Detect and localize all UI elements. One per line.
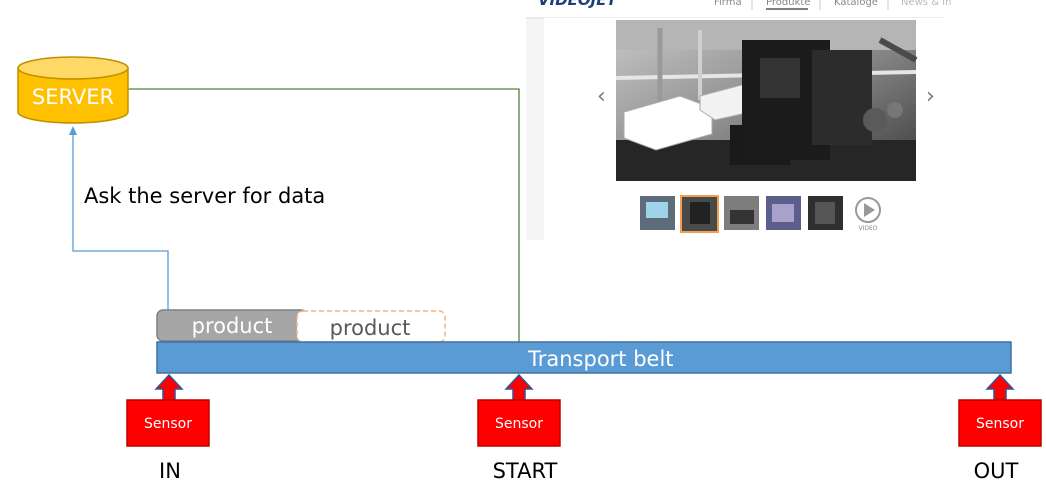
sensor-out-position: OUT — [974, 459, 1019, 483]
product-next-ghost: product — [296, 310, 446, 343]
thumbnail-strip: VIDEO — [640, 195, 881, 233]
product-next-label: product — [330, 316, 411, 340]
product-current-label: product — [192, 314, 273, 338]
server-label: SERVER — [32, 85, 114, 109]
sensor-start-arrow-icon — [504, 373, 534, 401]
sensor-out-label: Sensor — [976, 416, 1024, 432]
server-request-line — [69, 126, 169, 311]
nav-item-news[interactable]: News & In — [901, 0, 951, 8]
nav-item-firma[interactable]: Firma — [714, 0, 742, 8]
carousel-next-button[interactable]: › — [926, 84, 935, 109]
carousel-prev-button[interactable]: ‹ — [597, 84, 606, 109]
nav-bar: Firma Produkte Kataloge News & In — [714, 0, 951, 10]
product-photo — [615, 20, 918, 181]
server-database-icon: SERVER — [17, 56, 129, 124]
sensor-in-label: Sensor — [144, 416, 192, 432]
transport-belt: Transport belt — [156, 341, 1012, 374]
sensor-start: Sensor START — [477, 373, 561, 483]
brand-logo: VIDEOJET — [538, 0, 618, 9]
sensor-start-label: Sensor — [495, 416, 543, 432]
nav-item-produkte[interactable]: Produkte — [766, 0, 810, 8]
sensor-start-position: START — [493, 459, 558, 483]
sensor-in-position: IN — [159, 459, 181, 483]
video-thumbnail-button[interactable]: VIDEO — [855, 197, 881, 232]
server-response-line — [128, 88, 523, 374]
request-annotation: Ask the server for data — [84, 184, 325, 208]
sensor-out-arrow-icon — [985, 373, 1015, 401]
product-web-page-screenshot: VIDEOJET Firma Produkte Kataloge News & … — [526, 0, 951, 240]
sensor-in-arrow-icon — [154, 373, 184, 401]
transport-belt-label: Transport belt — [527, 347, 674, 371]
sensor-in: Sensor IN — [126, 373, 210, 483]
nav-item-kataloge[interactable]: Kataloge — [834, 0, 878, 8]
product-current: product — [156, 309, 308, 342]
sensor-out: Sensor OUT — [958, 373, 1042, 483]
video-label: VIDEO — [858, 225, 877, 232]
